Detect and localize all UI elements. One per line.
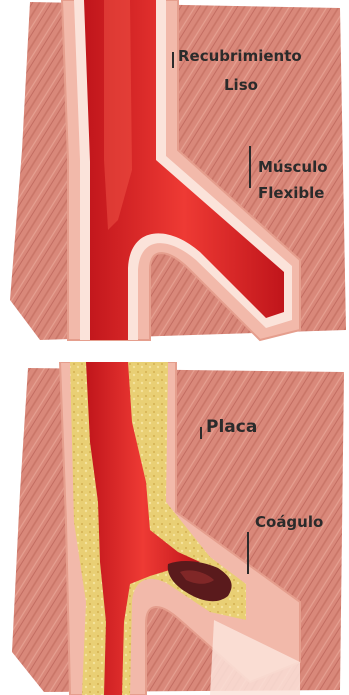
diseased-artery-panel: Placa Coágulo <box>0 362 349 695</box>
healthy-artery-panel: Recubrimiento Liso Músculo Flexible <box>0 0 349 345</box>
flexible-muscle-label-line1: Músculo <box>258 157 328 177</box>
flexible-muscle-pointer <box>249 146 251 188</box>
clot-pointer <box>247 532 249 574</box>
smooth-lining-label-line2: Liso <box>224 75 258 95</box>
plaque-pointer <box>200 427 202 439</box>
smooth-lining-pointer <box>172 52 174 68</box>
smooth-lining-label-line1: Recubrimiento <box>178 46 302 66</box>
clot-label: Coágulo <box>255 512 323 532</box>
plaque-label: Placa <box>206 417 257 437</box>
flexible-muscle-label-line2: Flexible <box>258 183 324 203</box>
